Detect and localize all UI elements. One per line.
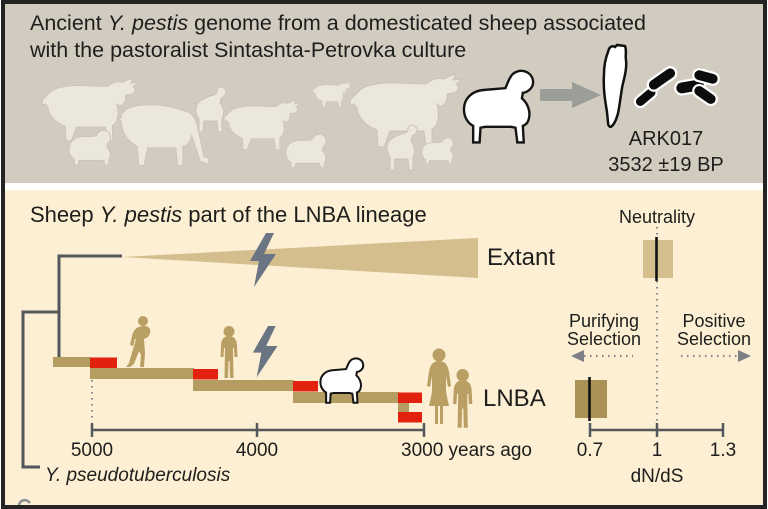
lamb-icon [68, 129, 112, 166]
top-title-pre: Ancient [30, 11, 108, 35]
purifying-arrow-icon [571, 350, 633, 362]
phylogenetic-tree-lines [21, 254, 122, 469]
dnds-tick-1-3: 1.3 [709, 440, 737, 461]
standing-person-icon [220, 326, 238, 378]
extant-dnds-interval [643, 237, 673, 281]
dnds-axis [588, 423, 725, 437]
extant-lineage-triangle [122, 238, 478, 278]
top-title-post: genome from a domesticated sheep associa… [188, 11, 646, 35]
dnds-axis-label: dN/dS [630, 466, 684, 487]
bottom-title-pre: Sheep [30, 202, 100, 227]
arrow-right-icon [540, 82, 601, 108]
standing-person-icon [453, 369, 473, 428]
domesticated-sheep-icon [462, 69, 535, 144]
grazing-lamb-icon [285, 133, 327, 169]
positive-selection-label-line1: Positive [682, 311, 746, 331]
sample-id-label: ARK017 [628, 128, 704, 150]
bottom-title-post: part of the LNBA lineage [182, 202, 427, 227]
lnba-branches [53, 357, 422, 423]
purifying-selection-label-line2: Selection [566, 329, 642, 349]
time-tick-3000-years-ago: 3000 years ago [401, 440, 532, 461]
sheep-icon [195, 86, 227, 133]
neutrality-label: Neutrality [618, 207, 696, 227]
bone-sample-icon [602, 43, 628, 129]
herd-silhouettes-icon [41, 73, 463, 171]
top-title-line2: with the pastoralist Sintashta-Petrovka … [30, 38, 467, 62]
derived-snp-tips [90, 357, 422, 423]
bottom-title-species: Y. pestis [99, 202, 183, 227]
dnds-tick-0-7: 0.7 [576, 440, 604, 461]
dnds-tick-1: 1 [651, 440, 663, 461]
bottom-panel-background [4, 190, 764, 505]
calf-icon [312, 81, 352, 107]
time-tick-4000: 4000 [235, 440, 279, 461]
top-title-species: Y. pestis [107, 11, 189, 35]
extant-label: Extant [487, 244, 556, 271]
sheep-icon [386, 124, 418, 171]
top-title-line1: Ancient Y. pestis genome from a domestic… [30, 11, 646, 36]
lightning-bolt-icon [252, 326, 278, 378]
positive-selection-label-line2: Selection [676, 329, 752, 349]
cattle-icon [223, 99, 301, 150]
cropped-artifact [17, 498, 31, 507]
outgroup-label: Y. pseudotuberculosis [45, 465, 231, 486]
woman-icon [427, 348, 451, 424]
time-axis [90, 423, 426, 437]
time-tick-5000: 5000 [70, 440, 114, 461]
walking-person-icon [126, 316, 151, 367]
bottom-title: Sheep Y. pestis part of the LNBA lineage [30, 202, 427, 227]
lnba-dnds-interval [575, 377, 607, 421]
sample-age-label: 3532 ±19 BP [608, 154, 724, 176]
lnba-label: LNBA [483, 385, 546, 412]
grazing-cattle-icon [117, 104, 210, 166]
purifying-selection-label-line1: Purifying [568, 311, 640, 331]
positive-arrow-icon [681, 350, 751, 362]
bacteria-icon [633, 66, 720, 109]
